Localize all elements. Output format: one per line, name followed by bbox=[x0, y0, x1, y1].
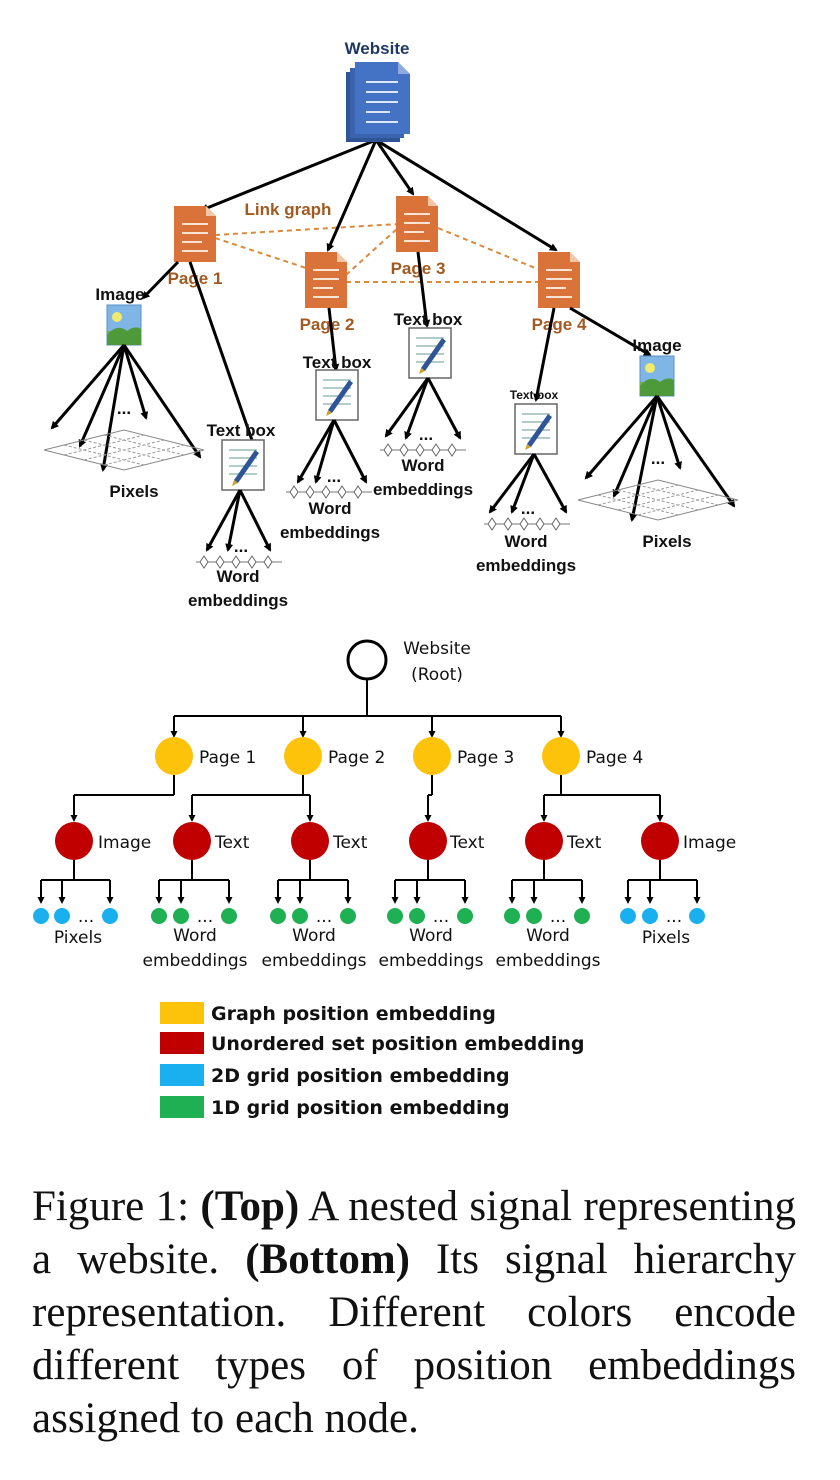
embeddings-label-p2: embeddings bbox=[280, 523, 380, 542]
legend-swatch-graph bbox=[160, 1002, 204, 1024]
caption-prefix: Figure 1: bbox=[32, 1183, 201, 1230]
pixels-label-right: Pixels bbox=[642, 532, 691, 551]
ellipsis-pixels-right: ... bbox=[651, 449, 665, 468]
leaf-group-2: ... Word embeddings bbox=[143, 860, 248, 971]
leaf-ellipsis-5: ... bbox=[550, 907, 566, 927]
leaf-label-1-line1: Pixels bbox=[54, 928, 102, 948]
embeddings-label-p3: embeddings bbox=[373, 480, 473, 499]
leaf-label-3-line1: Word bbox=[292, 926, 336, 946]
page-4-node-label: Page 4 bbox=[586, 748, 643, 768]
textbox-label-p1: Text box bbox=[207, 421, 276, 440]
child-node-6 bbox=[641, 822, 679, 860]
page-3-icon bbox=[396, 196, 438, 252]
root-label-line2: (Root) bbox=[411, 665, 463, 685]
legend: Graph position embedding Unordered set p… bbox=[160, 1002, 585, 1119]
word-label-p2: Word bbox=[308, 499, 351, 518]
child-label-1: Image bbox=[98, 833, 151, 853]
page-2-node bbox=[284, 737, 322, 775]
page-1-icon bbox=[174, 206, 216, 262]
page-4-label: Page 4 bbox=[532, 315, 587, 334]
image-icon-left bbox=[106, 304, 142, 346]
child-node-3 bbox=[291, 822, 329, 860]
legend-swatch-2d bbox=[160, 1064, 204, 1086]
child-label-2: Text bbox=[214, 833, 250, 853]
ellipsis-words-p1: ... bbox=[234, 537, 248, 556]
ellipsis-words-p4: ... bbox=[521, 499, 535, 518]
caption-bottom-bold: (Bottom) bbox=[245, 1236, 410, 1283]
page-3-node bbox=[413, 737, 451, 775]
child-label-4: Text bbox=[449, 833, 485, 853]
link-graph-label: Link graph bbox=[245, 200, 332, 219]
leaf-ellipsis-3: ... bbox=[316, 907, 332, 927]
child-node-4 bbox=[409, 822, 447, 860]
word-label-p3: Word bbox=[401, 456, 444, 475]
ellipsis-words-p2: ... bbox=[327, 467, 341, 486]
leaf-label-5-line2: embeddings bbox=[496, 951, 601, 971]
image-label-right: Image bbox=[632, 336, 681, 355]
page-3-node-label: Page 3 bbox=[457, 748, 514, 768]
legend-label-1d: 1D grid position embedding bbox=[211, 1097, 510, 1119]
ellipsis-words-p3: ... bbox=[419, 425, 433, 444]
legend-label-unordered: Unordered set position embedding bbox=[211, 1033, 585, 1055]
caption-part1: A nested signal representing a website. bbox=[32, 1183, 796, 1283]
website-document-icon bbox=[346, 62, 410, 142]
child-node-2 bbox=[173, 822, 211, 860]
page-3-label: Page 3 bbox=[391, 259, 446, 278]
leaf-ellipsis-1: ... bbox=[78, 907, 94, 927]
page-4-icon bbox=[538, 252, 580, 308]
textbox-label-p4: Text box bbox=[510, 388, 559, 402]
child-node-5 bbox=[525, 822, 563, 860]
leaf-label-4-line2: embeddings bbox=[379, 951, 484, 971]
pixels-label-left: Pixels bbox=[109, 482, 158, 501]
child-node-1 bbox=[55, 822, 93, 860]
leaf-label-5-line1: Word bbox=[526, 926, 570, 946]
leaf-group-5: ... Word embeddings bbox=[496, 860, 601, 971]
textbox-label-p2: Text box bbox=[303, 353, 372, 372]
word-label-p1: Word bbox=[216, 567, 259, 586]
root-label-line1: Website bbox=[403, 639, 471, 659]
child-label-3: Text bbox=[332, 833, 368, 853]
page-2-icon bbox=[305, 252, 347, 308]
legend-swatch-1d bbox=[160, 1096, 204, 1118]
leaf-group-3: ... Word embeddings bbox=[262, 860, 367, 971]
page-4-node bbox=[542, 737, 580, 775]
word-label-p4: Word bbox=[504, 532, 547, 551]
page-1-node-label: Page 1 bbox=[199, 748, 256, 768]
bottom-tree: Website (Root) Page 1 Page 2 Page 3 Page… bbox=[33, 639, 736, 971]
leaf-label-3-line2: embeddings bbox=[262, 951, 367, 971]
leaf-ellipsis-6: ... bbox=[666, 907, 682, 927]
leaf-label-2-line2: embeddings bbox=[143, 951, 248, 971]
child-label-5: Text bbox=[566, 833, 602, 853]
leaf-group-4: ... Word embeddings bbox=[379, 860, 484, 971]
embeddings-label-p4: embeddings bbox=[476, 556, 576, 575]
legend-swatch-unordered bbox=[160, 1032, 204, 1054]
link-graph-edges bbox=[214, 223, 541, 283]
leaf-group-6: ... Pixels bbox=[620, 860, 705, 948]
figure-caption: Figure 1: (Top) A nested signal represen… bbox=[32, 1180, 796, 1445]
ellipsis-pixels-left: ... bbox=[117, 399, 131, 418]
leaf-label-6-line1: Pixels bbox=[642, 928, 690, 948]
embeddings-label-p1: embeddings bbox=[188, 591, 288, 610]
page-2-label: Page 2 bbox=[300, 315, 355, 334]
root-node bbox=[346, 639, 388, 681]
child-label-6: Image bbox=[683, 833, 736, 853]
image-icon-right bbox=[639, 355, 675, 397]
top-diagram: Website Link graph bbox=[43, 39, 739, 610]
image-label-left: Image bbox=[95, 285, 144, 304]
caption-top-bold: (Top) bbox=[200, 1183, 300, 1230]
leaf-ellipsis-4: ... bbox=[433, 907, 449, 927]
leaf-group-1: ... Pixels bbox=[33, 860, 118, 948]
leaf-ellipsis-2: ... bbox=[197, 907, 213, 927]
page-2-node-label: Page 2 bbox=[328, 748, 385, 768]
textbox-label-p3: Text box bbox=[394, 310, 463, 329]
legend-label-2d: 2D grid position embedding bbox=[211, 1065, 510, 1087]
leaf-label-2-line1: Word bbox=[173, 926, 217, 946]
caption-part2: Its signal hierarchy representation. Dif… bbox=[32, 1236, 797, 1442]
website-hierarchy-figure: Website Link graph bbox=[33, 39, 739, 1119]
page-1-node bbox=[155, 737, 193, 775]
website-label: Website bbox=[345, 39, 410, 58]
leaf-label-4-line1: Word bbox=[409, 926, 453, 946]
legend-label-graph: Graph position embedding bbox=[211, 1003, 496, 1025]
